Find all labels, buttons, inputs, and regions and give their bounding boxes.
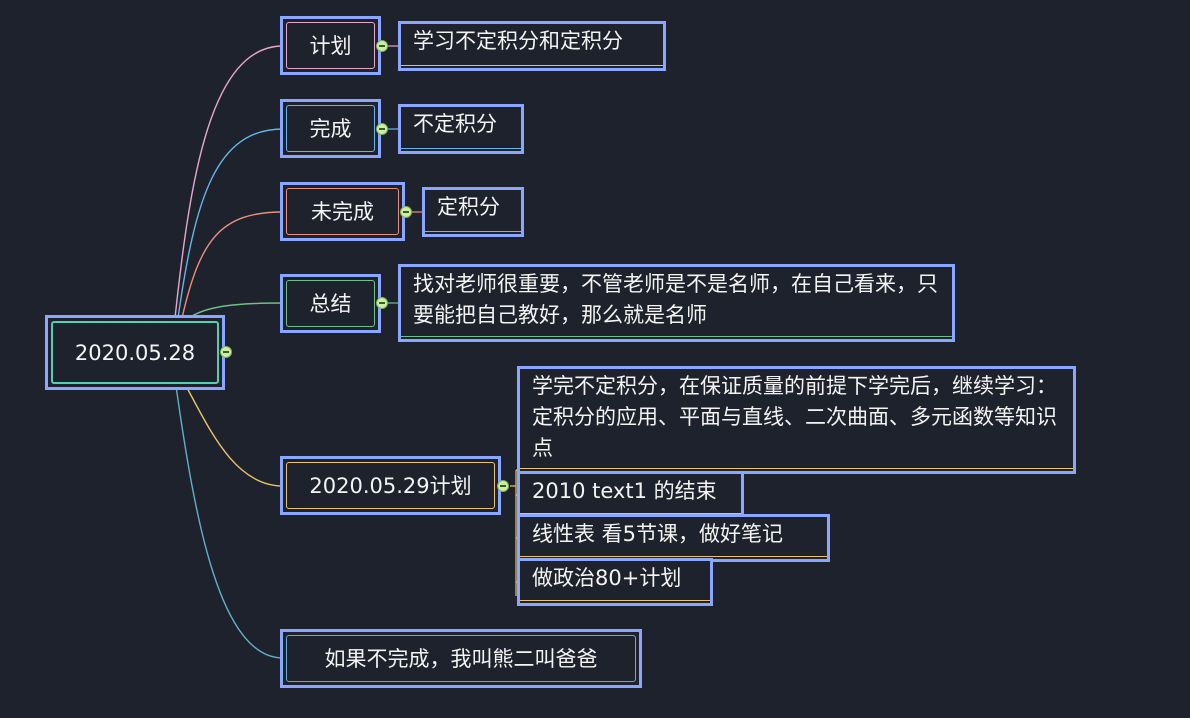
root-link-next-plan (185, 385, 284, 487)
branch-label-done: 完成 (286, 105, 375, 152)
leaf-underline (401, 336, 952, 337)
root-link-undone (181, 211, 284, 319)
leaf-done-indefinite-text: 不定积分 (413, 112, 497, 136)
branch-label-next-plan: 2020.05.29计划 (286, 462, 495, 509)
branch-plan-toggle-icon[interactable] (376, 40, 388, 52)
leaf-undone-definite-text: 定积分 (437, 195, 500, 219)
branch-label-plan: 计划 (286, 22, 375, 69)
branch-node-next-plan[interactable]: 2020.05.29计划 (280, 456, 501, 515)
leaf-next-plan-english[interactable]: 2010 text1 的结束 (517, 471, 744, 519)
branch-undone-toggle-icon[interactable] (400, 206, 412, 218)
branch-node-plan[interactable]: 计划 (280, 16, 381, 75)
leaf-summary-teacher[interactable]: 找对老师很重要，不管老师是不是名师，在自己看来，只要能把自己教好，那么就是名师 (398, 264, 955, 342)
leaf-next-plan-politics-text: 做政治80+计划 (532, 566, 682, 590)
branch-node-promise[interactable]: 如果不完成，我叫熊二叫爸爸 (280, 629, 642, 688)
branch-node-undone[interactable]: 未完成 (280, 182, 405, 241)
leaf-plan-study[interactable]: 学习不定积分和定积分 (398, 21, 666, 71)
branch-node-done[interactable]: 完成 (280, 99, 381, 158)
leaf-next-plan-politics[interactable]: 做政治80+计划 (517, 558, 713, 606)
root-link-done (177, 128, 284, 319)
leaf-underline (520, 513, 741, 514)
root-label: 2020.05.28 (51, 321, 219, 384)
leaf-underline (520, 556, 827, 557)
leaf-underline (401, 65, 663, 66)
leaf-plan-study-text: 学习不定积分和定积分 (413, 29, 623, 53)
branch-node-summary[interactable]: 总结 (280, 274, 381, 333)
root-collapse-toggle-icon[interactable] (220, 346, 232, 358)
root-link-promise (175, 385, 284, 659)
branch-label-promise: 如果不完成，我叫熊二叫爸爸 (286, 635, 636, 682)
leaf-next-plan-study-text: 学完不定积分，在保证质量的前提下学完后，继续学习：定积分的应用、平面与直线、二次… (532, 374, 1057, 460)
leaf-underline (401, 148, 521, 149)
leaf-done-indefinite[interactable]: 不定积分 (398, 104, 524, 154)
leaf-underline (520, 468, 1073, 469)
leaf-underline (520, 600, 710, 601)
branch-done-toggle-icon[interactable] (376, 123, 388, 135)
branch-summary-toggle-icon[interactable] (376, 297, 388, 309)
branch-label-undone: 未完成 (286, 188, 399, 235)
leaf-underline (425, 231, 521, 232)
leaf-next-plan-english-text: 2010 text1 的结束 (532, 479, 717, 503)
branch-label-summary: 总结 (286, 280, 375, 327)
leaf-undone-definite[interactable]: 定积分 (422, 187, 524, 237)
leaf-next-plan-linear-list[interactable]: 线性表 看5节课，做好笔记 (517, 514, 830, 562)
root-node[interactable]: 2020.05.28 (45, 315, 225, 390)
leaf-next-plan-study[interactable]: 学完不定积分，在保证质量的前提下学完后，继续学习：定积分的应用、平面与直线、二次… (517, 366, 1076, 474)
leaf-summary-teacher-text: 找对老师很重要，不管老师是不是名师，在自己看来，只要能把自己教好，那么就是名师 (413, 272, 938, 327)
branch-next-plan-toggle-icon[interactable] (497, 480, 509, 492)
root-link-plan (174, 45, 284, 319)
leaf-next-plan-linear-list-text: 线性表 看5节课，做好笔记 (532, 522, 784, 546)
